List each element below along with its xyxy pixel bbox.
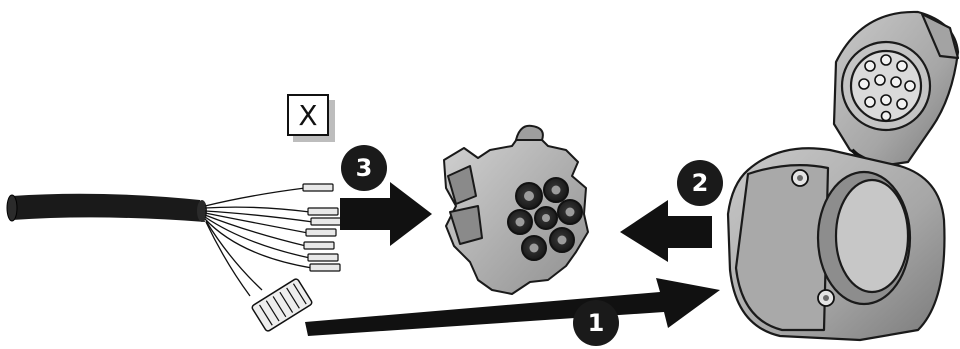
step-badge-2: 2 — [677, 160, 723, 206]
cable-icon — [6, 183, 342, 332]
step-number: 1 — [587, 309, 605, 337]
step-number: 3 — [355, 154, 373, 182]
step-arrow-icon — [305, 182, 720, 336]
step-number: 2 — [691, 169, 709, 197]
part-label-box: X — [287, 94, 329, 136]
step-badge-3: 3 — [341, 145, 387, 191]
part-label: X — [298, 98, 318, 132]
plug-insert-icon — [443, 124, 589, 295]
step-badge-1: 1 — [573, 300, 619, 346]
socket-housing-icon — [726, 10, 960, 342]
